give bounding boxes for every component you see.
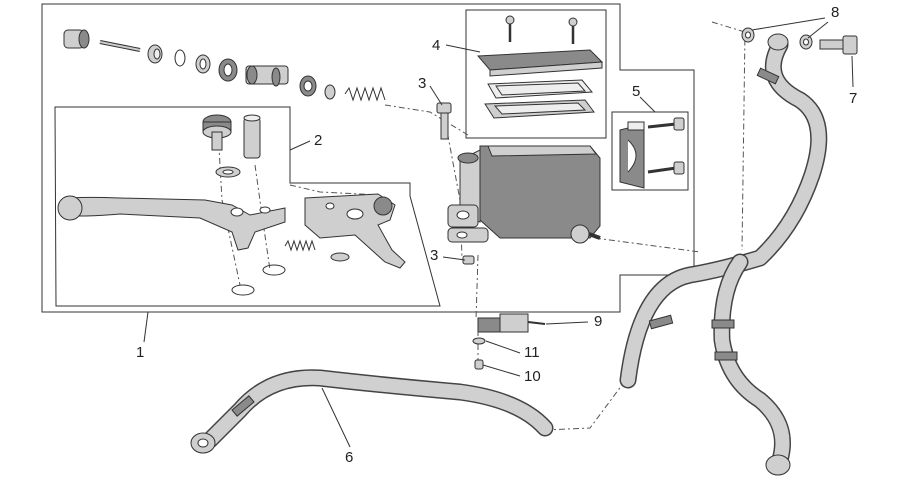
- circlip-top: [174, 49, 186, 67]
- leader-5: [639, 96, 656, 113]
- clamp-screw-bottom: [647, 161, 685, 175]
- assembly-line-lever-pin: [217, 129, 241, 286]
- callout-3-top: 3: [418, 75, 427, 92]
- callout-9: 9: [594, 313, 603, 330]
- lever-bush: [243, 114, 261, 159]
- leader-8a: [751, 17, 826, 31]
- seal-top: [218, 58, 238, 82]
- callout-4: 4: [432, 37, 441, 54]
- lever-spring: [284, 239, 316, 252]
- leader-2: [289, 140, 311, 151]
- clamp-kit-frame: [611, 111, 689, 191]
- switch-washer: [472, 337, 486, 345]
- leader-10: [482, 364, 521, 377]
- callout-6: 6: [345, 449, 354, 466]
- washer-top-1: [195, 54, 211, 74]
- reservoir-cap-kit-frame: [465, 9, 607, 139]
- reservoir-cap: [476, 49, 604, 77]
- assembly-line-hose: [544, 384, 623, 431]
- stop-light-switch: [477, 313, 546, 333]
- washer-top-2: [324, 84, 336, 100]
- brake-hose-lower: [190, 369, 554, 454]
- callout-10: 10: [524, 368, 541, 385]
- assembly-line-bracket: [289, 184, 381, 196]
- callout-7: 7: [849, 90, 858, 107]
- lever-washer: [215, 166, 241, 178]
- lever-pivot-pin: [202, 114, 232, 151]
- dust-cap: [63, 29, 90, 49]
- piston: [245, 65, 289, 87]
- callout-3-bottom: 3: [430, 247, 439, 264]
- callout-2: 2: [314, 132, 323, 149]
- push-rod: [99, 40, 141, 52]
- leader-8b: [807, 21, 829, 39]
- reservoir-screw: [436, 102, 452, 140]
- assembly-line-switch: [475, 254, 479, 321]
- brake-lever: [57, 195, 286, 251]
- callout-11: 11: [524, 344, 540, 361]
- callout-8: 8: [831, 4, 840, 21]
- leader-11: [485, 340, 521, 354]
- lever-bracket: [304, 193, 406, 269]
- banjo-bolt: [819, 35, 858, 55]
- lever-washer-small: [330, 252, 350, 262]
- diaphragm-plate: [487, 79, 594, 99]
- callout-1: 1: [136, 344, 145, 361]
- leader-1: [143, 311, 149, 343]
- leader-3b: [442, 256, 466, 261]
- leader-9: [545, 321, 589, 325]
- leader-4: [445, 44, 481, 53]
- banjo-washer-right: [799, 34, 813, 50]
- return-spring: [344, 86, 386, 102]
- master-cylinder-body: [447, 145, 601, 244]
- diaphragm: [484, 99, 595, 119]
- leader-7: [851, 55, 854, 88]
- lever-circlip-lower: [231, 284, 255, 296]
- assembly-line-piston: [384, 104, 469, 136]
- banjo-washer-left: [741, 27, 755, 43]
- clamp-screw-top: [647, 117, 685, 131]
- boot: [147, 44, 163, 64]
- callout-5: 5: [632, 83, 641, 100]
- cap-screw-right: [568, 17, 578, 44]
- seal-top-2: [299, 75, 317, 97]
- assembly-line-lever-bush: [254, 164, 271, 271]
- leader-6: [321, 387, 351, 448]
- lever-circlip-upper: [262, 264, 286, 276]
- assembly-line-banjo: [711, 21, 746, 251]
- lever-assembly-frame: [54, 106, 441, 307]
- leader-3a: [429, 85, 443, 106]
- switch-screw: [474, 359, 484, 370]
- cap-screw-left: [505, 15, 515, 42]
- brake-hose-upper: [619, 33, 828, 476]
- assembly-line-outlet: [594, 237, 701, 253]
- handlebar-clamp: [619, 121, 645, 189]
